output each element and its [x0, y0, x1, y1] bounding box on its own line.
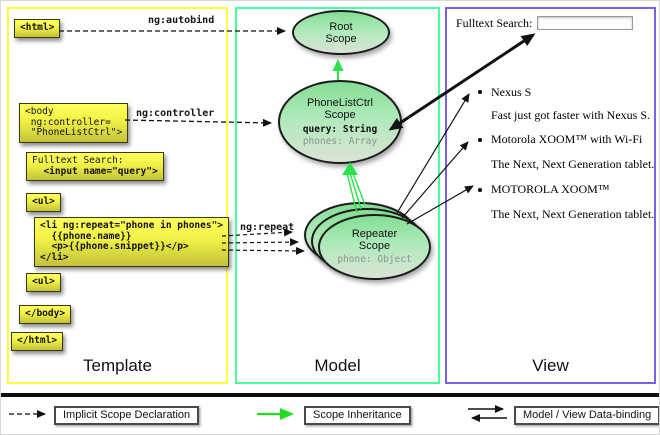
code-box-html-open: <html> — [14, 19, 61, 38]
view-item-title: MOTOROLA XOOM™ — [491, 182, 610, 196]
bullet-icon — [478, 90, 482, 94]
view-search-label: Fulltext Search: — [456, 16, 533, 30]
view-item-snippet: The Next, Next Generation tablet. — [491, 207, 655, 221]
phonelistctrl-prop-query: query: String — [302, 123, 378, 135]
code-box-body-close: </body> — [19, 305, 72, 324]
phonelistctrl-scope-ellipse — [278, 80, 402, 164]
bullet-icon — [478, 138, 482, 142]
code-box-ul-close: <ul> — [26, 273, 61, 292]
bullet-icon — [478, 188, 482, 192]
legend-scope-inheritance: Scope Inheritance — [304, 406, 411, 425]
view-item-snippet: The Next, Next Generation tablet. — [491, 157, 655, 171]
legend-data-binding: Model / View Data-binding — [514, 406, 659, 425]
code-box-body-open: <body ng:controller= "PhoneListCtrl"> — [19, 103, 129, 143]
root-scope-ellipse — [292, 10, 390, 55]
model-panel: Model — [235, 7, 440, 384]
ng-autobind-label: ng:autobind — [148, 15, 215, 26]
view-item-snippet: Fast just got faster with Nexus S. — [491, 108, 650, 122]
repeater-scope-title: Repeater Scope — [351, 228, 398, 252]
phonelistctrl-scope-title: PhoneListCtrl Scope — [306, 96, 374, 121]
search-input[interactable] — [537, 16, 633, 30]
phonelistctrl-scope-text: PhoneListCtrl Scope query: String phones… — [278, 80, 402, 164]
ng-controller-label: ng:controller — [136, 108, 215, 119]
code-fulltext-label: Fulltext Search: — [32, 155, 124, 166]
legend-implicit-scope: Implicit Scope Declaration — [54, 406, 200, 425]
code-box-li-repeat: <li ng:repeat="phone in phones"> {{phone… — [34, 217, 230, 267]
legend-separator — [1, 393, 659, 397]
ng-repeat-label: ng:repeat — [240, 222, 295, 233]
model-panel-label: Model — [314, 356, 361, 375]
root-scope-title: Root Scope — [325, 20, 357, 45]
repeater-scope-ellipse-front — [318, 214, 431, 280]
code-box-fulltext: Fulltext Search: <input name="query"> — [26, 152, 164, 181]
code-box-ul-open: <ul> — [26, 193, 61, 212]
repeater-prop-phone: phone: Object — [337, 254, 412, 265]
view-item-title: Nexus S — [491, 85, 532, 99]
code-fulltext-input: <input name="query"> — [32, 165, 158, 177]
view-item-title: Motorola XOOM™ with Wi-Fi — [491, 132, 643, 146]
template-panel-label: Template — [83, 356, 152, 375]
code-box-html-close: </html> — [11, 332, 64, 351]
view-panel-label: View — [532, 356, 569, 375]
phonelistctrl-prop-phones: phones: Array — [302, 135, 378, 147]
repeater-scope-text: Repeater Scope phone: Object — [318, 214, 431, 280]
root-scope-text: Root Scope — [292, 10, 390, 55]
